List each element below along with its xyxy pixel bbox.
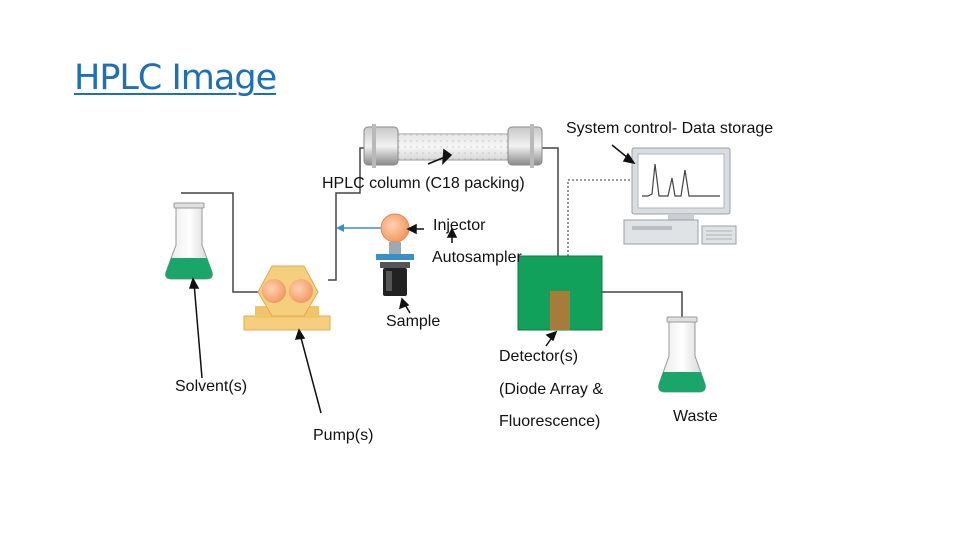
waste-label: Waste [673,408,718,425]
hplc-column-label: HPLC column (C18 packing) [322,175,525,192]
pump [243,265,331,331]
pump-label: Pump(s) [313,427,374,444]
pointer-arrows [188,144,636,414]
waste-flask [658,316,706,393]
data-link-line [567,179,630,256]
detector-label-line1: Detector(s) [499,348,579,365]
tubing [181,147,683,318]
solvent-flask [165,202,213,280]
solvent-label: Solvent(s) [175,378,248,395]
sample-vial [380,262,410,296]
detector-label-line3: Fluorescence) [499,413,601,430]
hplc-column [363,124,543,168]
sample-label: Sample [386,313,441,330]
detector-label-line2: (Diode Array & [499,381,604,398]
autosampler-label: Autosampler [432,249,522,266]
injector-outlet-arrowhead [336,224,344,232]
detector [517,255,603,331]
computer [623,147,737,245]
injector [376,213,414,260]
page-title: HPLC Image [74,58,277,98]
system-control-label: System control- Data storage [566,120,774,137]
injector-label: Injector [433,217,486,234]
